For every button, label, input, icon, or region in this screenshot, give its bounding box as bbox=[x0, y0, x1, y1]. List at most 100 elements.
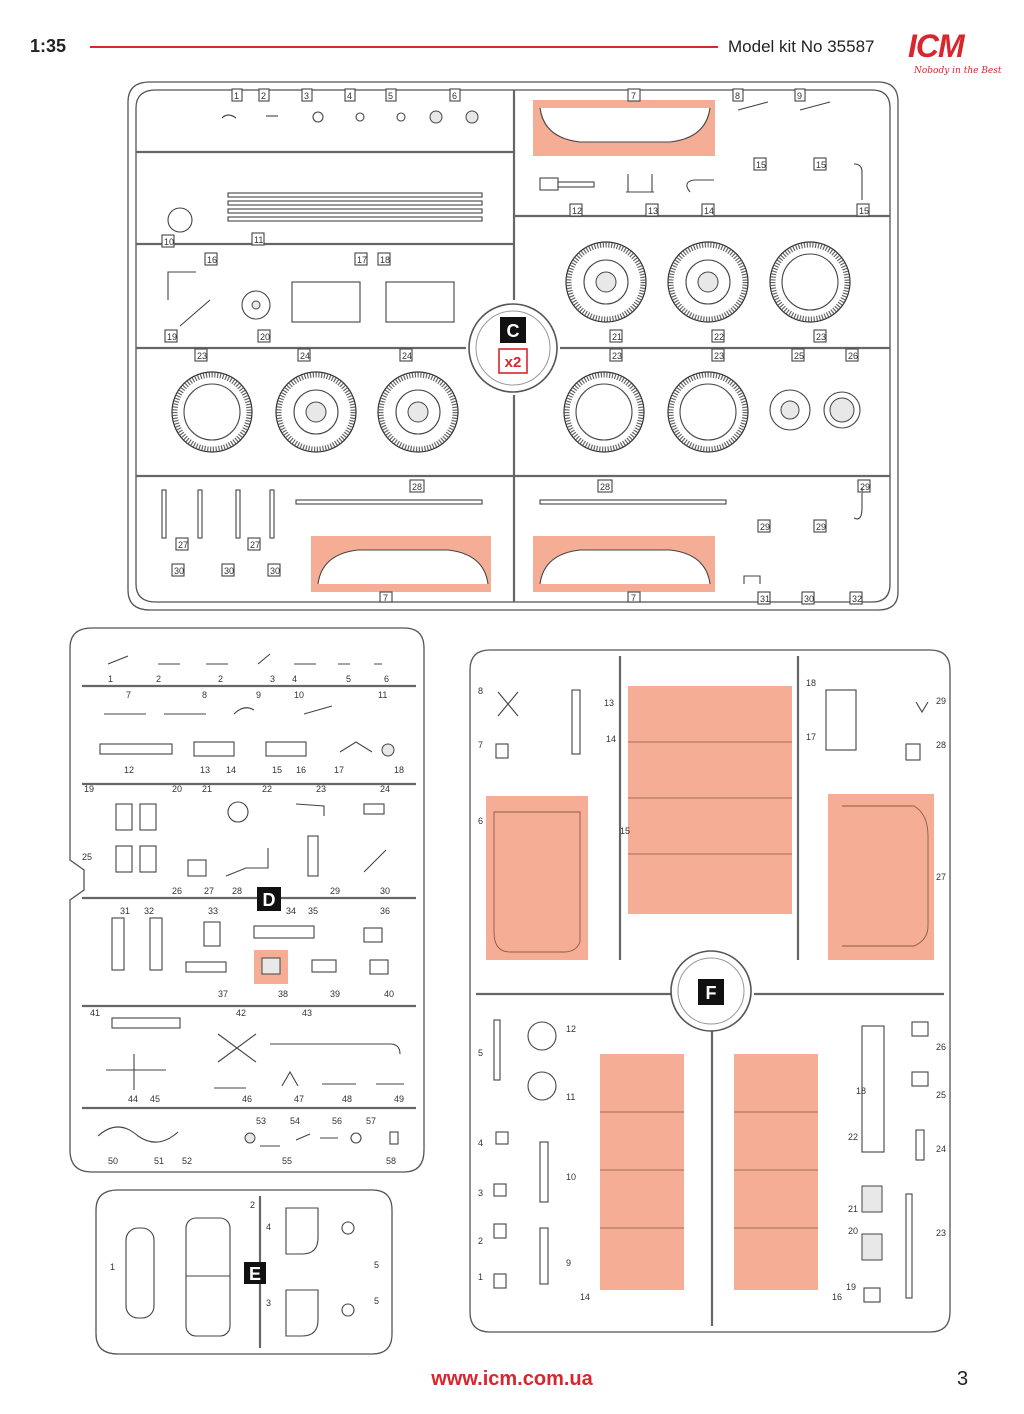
svg-text:30: 30 bbox=[174, 566, 184, 576]
svg-text:16: 16 bbox=[832, 1292, 842, 1302]
svg-text:18: 18 bbox=[856, 1086, 866, 1096]
svg-text:6: 6 bbox=[478, 816, 483, 826]
svg-text:26: 26 bbox=[936, 1042, 946, 1052]
wheels-c-21-23: 21 22 23 bbox=[565, 241, 851, 343]
svg-text:15: 15 bbox=[859, 206, 869, 216]
svg-text:49: 49 bbox=[394, 1094, 404, 1104]
svg-text:41: 41 bbox=[90, 1008, 100, 1018]
highlight-f6 bbox=[486, 796, 588, 960]
svg-text:27: 27 bbox=[936, 872, 946, 882]
svg-text:38: 38 bbox=[278, 989, 288, 999]
svg-text:4: 4 bbox=[347, 91, 352, 101]
svg-text:27: 27 bbox=[178, 540, 188, 550]
svg-text:31: 31 bbox=[760, 594, 770, 604]
svg-text:12: 12 bbox=[572, 206, 582, 216]
svg-text:26: 26 bbox=[172, 886, 182, 896]
model-kit-number: Model kit No 35587 bbox=[728, 37, 875, 56]
svg-text:24: 24 bbox=[380, 784, 390, 794]
svg-text:8: 8 bbox=[202, 690, 207, 700]
svg-text:20: 20 bbox=[172, 784, 182, 794]
footer-url[interactable]: www.icm.com.ua bbox=[431, 1368, 593, 1390]
svg-text:5: 5 bbox=[388, 91, 393, 101]
svg-text:14: 14 bbox=[580, 1292, 590, 1302]
icm-logo: ICM Nobody in the Best bbox=[900, 26, 1002, 82]
svg-text:34: 34 bbox=[286, 906, 296, 916]
svg-text:47: 47 bbox=[294, 1094, 304, 1104]
svg-text:12: 12 bbox=[566, 1024, 576, 1034]
svg-text:3: 3 bbox=[478, 1188, 483, 1198]
sprue-e: E 12 34 55 bbox=[95, 1189, 393, 1355]
highlight-f-right-panel bbox=[734, 1054, 818, 1290]
header-rule bbox=[90, 46, 718, 48]
svg-text:40: 40 bbox=[384, 989, 394, 999]
svg-text:15: 15 bbox=[756, 160, 766, 170]
svg-text:7: 7 bbox=[631, 593, 636, 603]
svg-text:12: 12 bbox=[124, 765, 134, 775]
sprue-d: D bbox=[69, 627, 425, 1173]
svg-text:28: 28 bbox=[232, 886, 242, 896]
svg-text:37: 37 bbox=[218, 989, 228, 999]
svg-text:9: 9 bbox=[566, 1258, 571, 1268]
svg-text:58: 58 bbox=[386, 1156, 396, 1166]
svg-text:32: 32 bbox=[144, 906, 154, 916]
svg-text:30: 30 bbox=[380, 886, 390, 896]
svg-text:25: 25 bbox=[794, 351, 804, 361]
highlight-f15 bbox=[628, 686, 792, 914]
svg-text:22: 22 bbox=[262, 784, 272, 794]
svg-text:5: 5 bbox=[346, 674, 351, 684]
svg-text:16: 16 bbox=[296, 765, 306, 775]
svg-text:29: 29 bbox=[816, 522, 826, 532]
page-number: 3 bbox=[957, 1368, 969, 1390]
svg-text:9: 9 bbox=[797, 91, 802, 101]
svg-text:17: 17 bbox=[357, 255, 367, 265]
svg-text:5: 5 bbox=[374, 1260, 379, 1270]
svg-text:42: 42 bbox=[236, 1008, 246, 1018]
svg-text:15: 15 bbox=[816, 160, 826, 170]
svg-text:43: 43 bbox=[302, 1008, 312, 1018]
svg-text:7: 7 bbox=[383, 593, 388, 603]
sprue-f: F bbox=[469, 649, 951, 1333]
parts-d bbox=[97, 653, 404, 1147]
svg-text:19: 19 bbox=[84, 784, 94, 794]
svg-text:25: 25 bbox=[936, 1090, 946, 1100]
svg-text:11: 11 bbox=[254, 235, 263, 245]
svg-text:24: 24 bbox=[300, 351, 310, 361]
svg-text:23: 23 bbox=[714, 351, 724, 361]
svg-text:23: 23 bbox=[936, 1228, 946, 1238]
svg-text:57: 57 bbox=[366, 1116, 376, 1126]
svg-text:35: 35 bbox=[308, 906, 318, 916]
svg-text:22: 22 bbox=[848, 1132, 858, 1142]
svg-text:23: 23 bbox=[612, 351, 622, 361]
logo-tagline: Nobody in the Best bbox=[914, 66, 1002, 76]
svg-text:18: 18 bbox=[380, 255, 390, 265]
svg-text:11: 11 bbox=[378, 690, 387, 700]
svg-text:2: 2 bbox=[261, 91, 266, 101]
svg-text:46: 46 bbox=[242, 1094, 252, 1104]
svg-text:27: 27 bbox=[250, 540, 260, 550]
svg-text:39: 39 bbox=[330, 989, 340, 999]
svg-text:36: 36 bbox=[380, 906, 390, 916]
sprue-e-letter: E bbox=[249, 1264, 261, 1284]
svg-text:6: 6 bbox=[384, 674, 389, 684]
svg-text:54: 54 bbox=[290, 1116, 300, 1126]
svg-text:30: 30 bbox=[270, 566, 280, 576]
svg-text:15: 15 bbox=[272, 765, 282, 775]
svg-text:5: 5 bbox=[374, 1296, 379, 1306]
svg-text:10: 10 bbox=[566, 1172, 576, 1182]
svg-text:7: 7 bbox=[126, 690, 131, 700]
svg-text:17: 17 bbox=[334, 765, 344, 775]
svg-text:48: 48 bbox=[342, 1094, 352, 1104]
svg-text:19: 19 bbox=[167, 332, 177, 342]
svg-text:14: 14 bbox=[704, 206, 714, 216]
svg-text:53: 53 bbox=[256, 1116, 266, 1126]
svg-text:9: 9 bbox=[256, 690, 261, 700]
svg-text:1: 1 bbox=[234, 91, 239, 101]
svg-text:13: 13 bbox=[200, 765, 210, 775]
svg-text:11: 11 bbox=[566, 1092, 575, 1102]
svg-text:29: 29 bbox=[936, 696, 946, 706]
svg-text:20: 20 bbox=[260, 332, 270, 342]
svg-text:16: 16 bbox=[207, 255, 217, 265]
svg-text:20: 20 bbox=[848, 1226, 858, 1236]
